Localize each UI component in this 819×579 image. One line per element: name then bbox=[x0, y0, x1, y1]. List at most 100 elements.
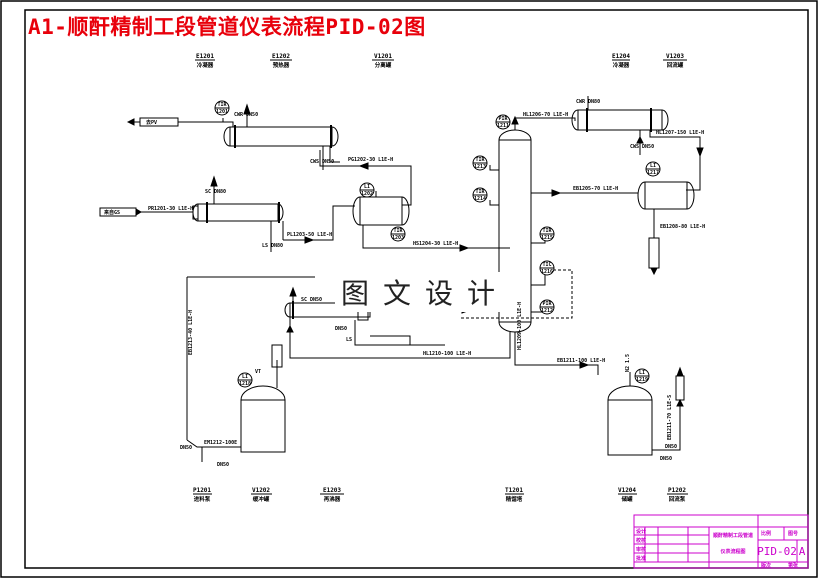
equipment-tag: V1201 bbox=[374, 53, 392, 60]
product-box bbox=[648, 237, 660, 269]
titleblock-drawing-no: PID-02 bbox=[757, 545, 797, 558]
arrow-icon bbox=[126, 118, 135, 126]
stream-label: DN50 bbox=[335, 326, 347, 332]
inst-tag: 1218 bbox=[239, 381, 251, 387]
inst-tag: 1216 bbox=[541, 269, 553, 275]
equipment-name: 预热器 bbox=[273, 61, 290, 69]
equipment-tag: E1202 bbox=[272, 53, 290, 60]
equipment-tag: P1202 bbox=[668, 487, 686, 494]
stream-label: EM1212-100E bbox=[204, 440, 237, 446]
instrument-li-1202[interactable] bbox=[359, 182, 375, 198]
stream-label: DN50 bbox=[665, 444, 677, 450]
stream-label: HL1210-100 L1E-H bbox=[423, 351, 471, 357]
stream-label: VT bbox=[255, 369, 261, 375]
inst-tag: 1217 bbox=[647, 170, 659, 176]
instrument-tic-1216[interactable] bbox=[539, 260, 555, 276]
inst-func: LI bbox=[242, 374, 248, 380]
equipment-name: 缓冲罐 bbox=[253, 495, 270, 503]
instrument-pir-1212[interactable] bbox=[539, 299, 555, 315]
stream-label: SC DN50 bbox=[301, 297, 322, 303]
instrument-tir-1215[interactable] bbox=[539, 226, 555, 242]
instrument-tir-1213[interactable] bbox=[472, 155, 488, 171]
e1202-preheater[interactable] bbox=[192, 202, 284, 223]
equipment-tag: T1201 bbox=[505, 487, 523, 494]
inst-func: PIR bbox=[498, 116, 508, 122]
equipment-tag: V1203 bbox=[666, 53, 684, 60]
titleblock-revision: A bbox=[799, 545, 806, 558]
v1204-storage-tank[interactable] bbox=[607, 385, 653, 456]
inst-func: LI bbox=[364, 184, 370, 190]
watermark: 图文设计 bbox=[335, 272, 516, 312]
equipment-tag: V1204 bbox=[618, 487, 636, 494]
stream-label: HS1204-30 L1E-H bbox=[413, 241, 458, 247]
drawing-title: A1-顺酐精制工段管道仪表流程PID-02图 bbox=[28, 15, 426, 39]
instrument-tir-1201[interactable] bbox=[214, 100, 230, 116]
equipment-tag: E1201 bbox=[196, 53, 214, 60]
equipment-tag: V1202 bbox=[252, 487, 270, 494]
v1203-reflux-drum[interactable] bbox=[637, 181, 695, 210]
inst-func: TIR bbox=[217, 102, 227, 108]
inst-func: LI bbox=[650, 163, 656, 169]
equipment-name: 进料泵 bbox=[194, 495, 211, 503]
vent-box bbox=[271, 344, 283, 368]
stream-label: 去PV bbox=[146, 119, 157, 126]
instrument-li-1217[interactable] bbox=[645, 161, 661, 177]
titleblock-label: 图号 bbox=[788, 530, 798, 537]
v1201-separator[interactable] bbox=[352, 196, 410, 226]
equipment-name: 冷凝器 bbox=[197, 61, 214, 69]
titleblock-label: 版次 bbox=[761, 562, 771, 569]
stream-label: HL1206-70 L1E-H bbox=[523, 112, 568, 118]
stream-label: DN50 bbox=[180, 445, 192, 451]
stream-label: EB1213-40 L1E-H bbox=[188, 310, 194, 355]
equipment-name: 储罐 bbox=[620, 495, 633, 503]
stream-label: HL1207-150 L1E-H bbox=[656, 130, 704, 136]
inst-tag: 1213 bbox=[474, 164, 486, 170]
titleblock-label: 第张 bbox=[788, 562, 799, 569]
v1202-buffer-tank[interactable] bbox=[240, 385, 286, 453]
e1201-condenser[interactable] bbox=[223, 125, 339, 148]
stream-label: LS bbox=[346, 337, 352, 343]
inst-func: LI bbox=[639, 370, 645, 376]
stream-label: CWR DN80 bbox=[576, 99, 600, 105]
stream-label: DN50 bbox=[217, 462, 229, 468]
titleblock-label: 校核 bbox=[636, 537, 646, 544]
equipment-tag: P1201 bbox=[193, 487, 211, 494]
instrument-tir-1214[interactable] bbox=[472, 187, 488, 203]
inst-func: PIR bbox=[542, 301, 552, 307]
inst-func: TIR bbox=[475, 189, 485, 195]
inst-func: TIR bbox=[475, 157, 485, 163]
stream-label: PL1203-50 L1E-H bbox=[287, 232, 332, 238]
stream-label: DN50 bbox=[660, 456, 672, 462]
instrument-tir-1203[interactable] bbox=[390, 226, 406, 242]
titleblock-label: 比例 bbox=[761, 530, 771, 537]
equipment-name: 冷凝器 bbox=[613, 61, 630, 69]
inst-tag: 1203 bbox=[392, 235, 404, 241]
stream-label: CWR DN50 bbox=[234, 112, 258, 118]
stream-label: EB1205-70 L1E-H bbox=[573, 186, 618, 192]
stream-label: HL1209-100 L1E-H bbox=[517, 302, 523, 350]
stream-label: CWS DN50 bbox=[310, 159, 334, 165]
title-block bbox=[633, 514, 809, 569]
inst-tag: 1202 bbox=[361, 191, 373, 197]
titleblock-label: 批准 bbox=[636, 555, 646, 562]
inst-tag: 1201 bbox=[216, 109, 228, 115]
equipment-name: 再沸器 bbox=[324, 495, 341, 503]
titleblock-label: 审核 bbox=[636, 546, 646, 553]
inst-tag: 1212 bbox=[541, 308, 553, 314]
e1204-condenser[interactable] bbox=[571, 108, 669, 132]
stream-label: N2 1.5 bbox=[625, 354, 631, 372]
inst-tag: 1219 bbox=[636, 377, 648, 383]
equipment-name: 分离罐 bbox=[375, 61, 392, 69]
instrument-li-1218[interactable] bbox=[237, 372, 253, 388]
inner-border bbox=[24, 9, 809, 569]
instrument-li-1219[interactable] bbox=[634, 368, 650, 384]
stream-label: 来自GS bbox=[103, 209, 120, 216]
equipment-name: 回流罐 bbox=[667, 61, 684, 69]
instrument-pir-1211[interactable] bbox=[495, 114, 511, 130]
stream-label: PR1201-30 L1E-H bbox=[148, 206, 193, 212]
stream-label: EB1211-100 L1E-H bbox=[557, 358, 605, 364]
equipment-tag: E1204 bbox=[612, 53, 630, 60]
equipment-name: 回流泵 bbox=[669, 495, 686, 503]
